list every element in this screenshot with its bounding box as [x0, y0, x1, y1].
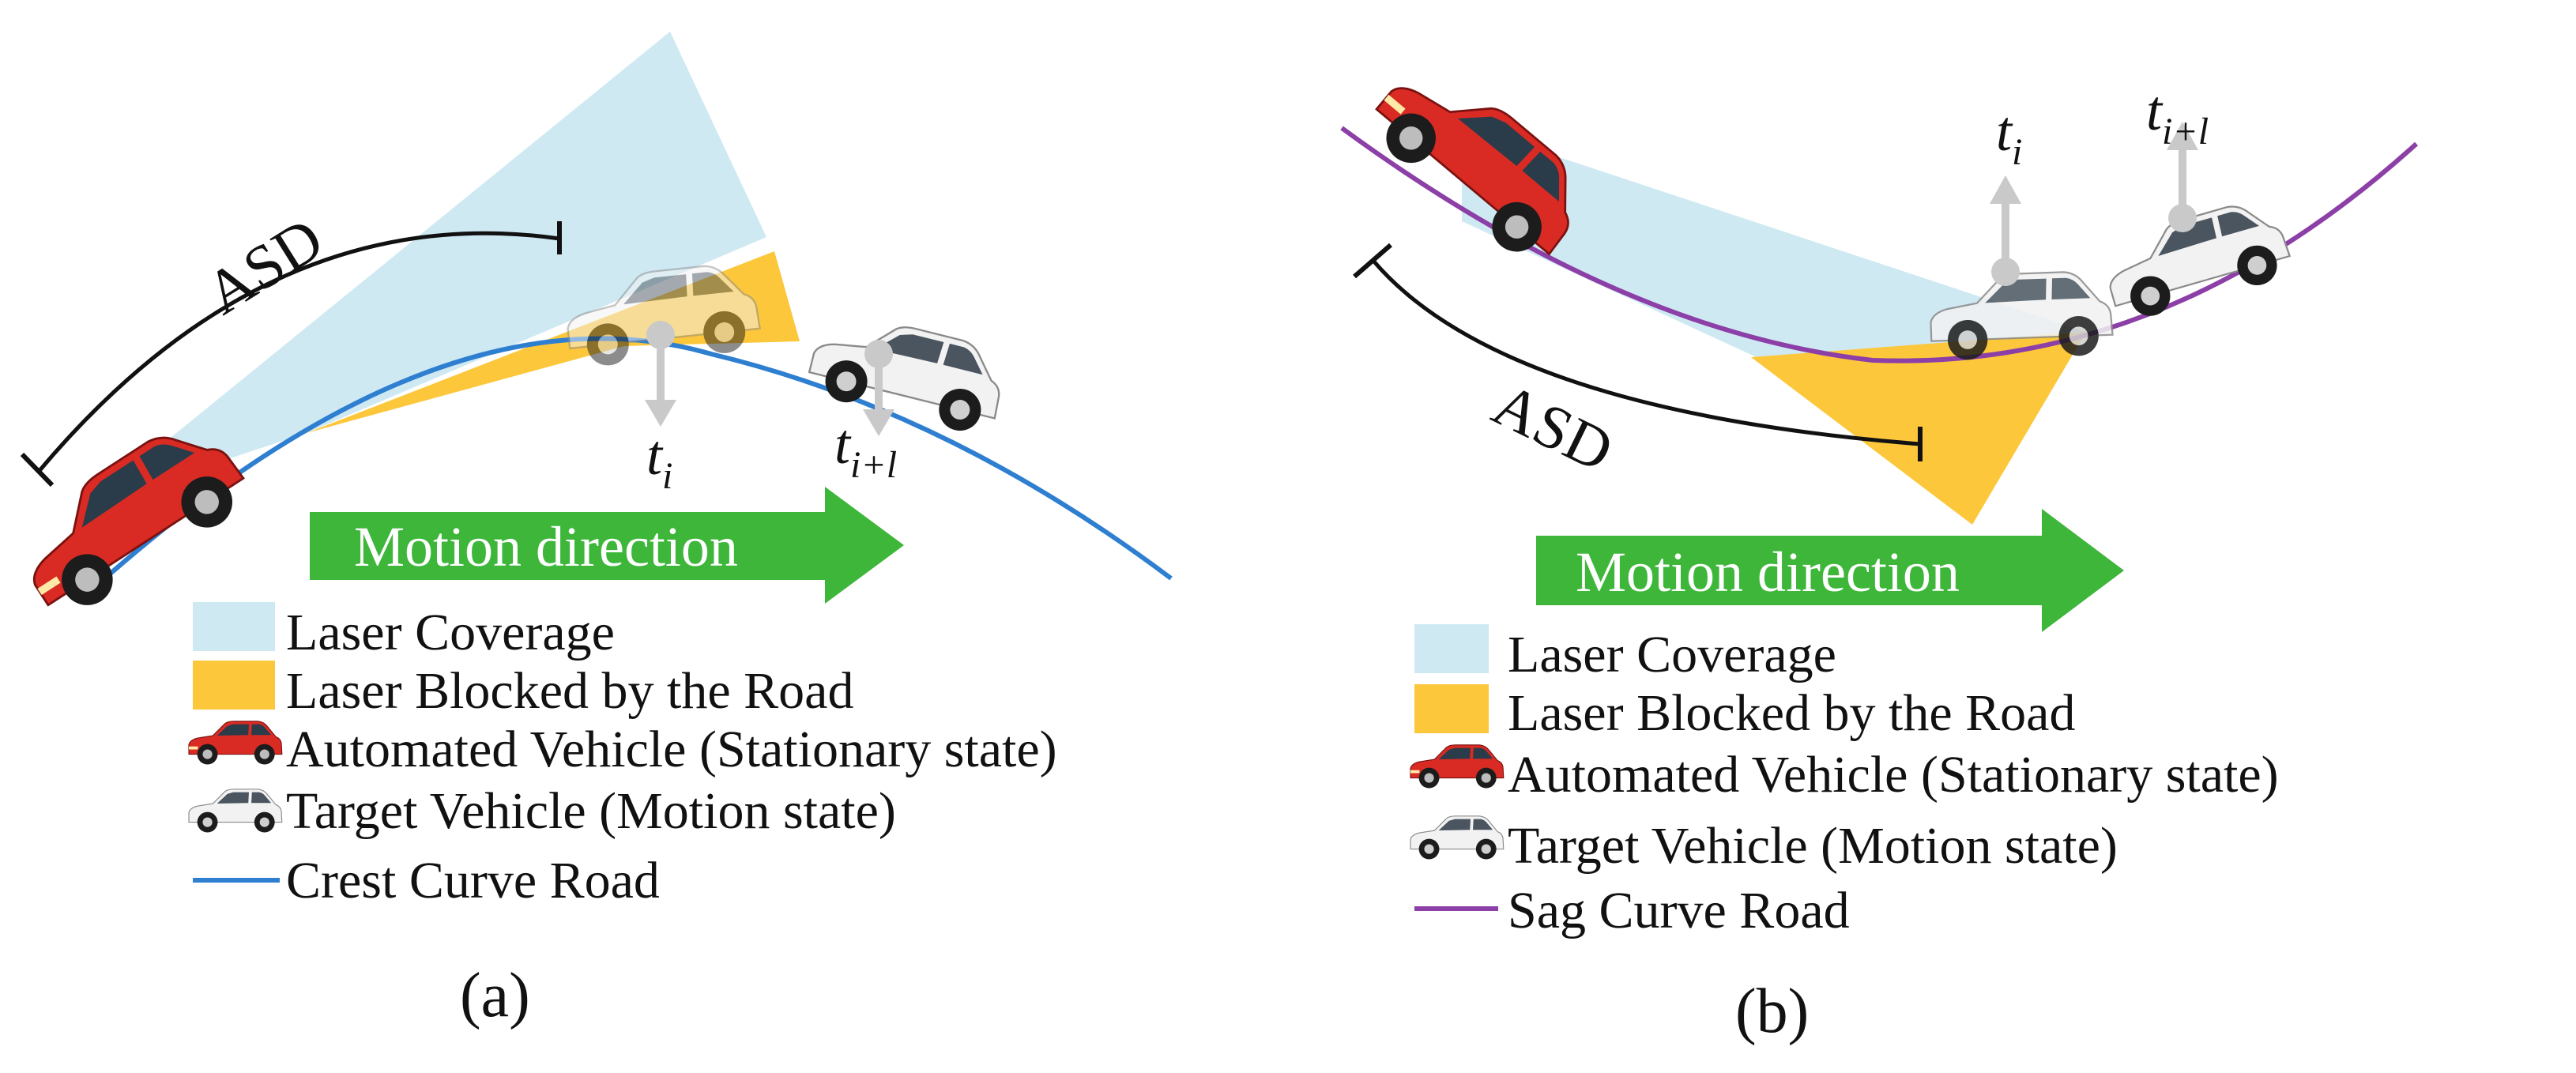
- time-marker-ti-b: [1990, 175, 2021, 286]
- legend-label-sag-road: Sag Curve Road: [1508, 882, 1850, 939]
- asd-bracket-end-b-left: [1353, 243, 1392, 279]
- legend-icon-automated-vehicle-a: [188, 721, 283, 766]
- motion-direction-label-a: Motion direction: [354, 515, 738, 578]
- time-label-ti1-a: ti+l: [834, 412, 897, 486]
- time-marker-ti1-a: [863, 340, 894, 436]
- asd-label-a: ASD: [194, 204, 334, 327]
- target-vehicle-b: [2096, 193, 2296, 326]
- legend-label-automated-vehicle-b: Automated Vehicle (Stationary state): [1508, 746, 2279, 804]
- legend-label-laser-blocked-b: Laser Blocked by the Road: [1508, 684, 2075, 742]
- motion-direction-arrow-b: [1536, 509, 2124, 632]
- caption-b: (b): [1735, 977, 1809, 1046]
- legend-swatch-laser-blocked-a: [193, 661, 275, 710]
- time-label-ti1-b: ti+l: [2146, 79, 2209, 152]
- asd-label-b: ASD: [1483, 369, 1624, 485]
- legend-icon-target-vehicle-b: [1410, 815, 1505, 860]
- motion-direction-label-b: Motion direction: [1576, 540, 1960, 604]
- legend-label-automated-vehicle-a: Automated Vehicle (Stationary state): [286, 721, 1057, 778]
- time-marker-ti-a: [645, 321, 676, 427]
- legend-swatch-laser-coverage-b: [1414, 624, 1489, 673]
- laser-coverage-b: [1462, 125, 2086, 363]
- laser-coverage-a: [87, 32, 766, 506]
- time-label-ti-a: ti: [646, 424, 672, 497]
- legend-swatch-laser-blocked-b: [1414, 684, 1489, 733]
- time-marker-ti1-b: [2167, 122, 2198, 232]
- asd-bracket-end-a-left: [20, 452, 55, 488]
- panel-b: ASD ti ti+l Motion direction: [1340, 47, 2419, 1046]
- legend-label-laser-coverage-a: Laser Coverage: [286, 604, 615, 661]
- legend-label-crest-road: Crest Curve Road: [286, 852, 660, 909]
- asd-bracket-b: [1372, 259, 1921, 446]
- legend-icon-automated-vehicle-b: [1410, 744, 1505, 789]
- crest-curve-road: [92, 336, 1173, 591]
- motion-direction-arrow-a: [310, 487, 904, 604]
- legend-b: Laser Coverage Laser Blocked by the Road…: [1410, 624, 2279, 939]
- legend-icon-target-vehicle-a: [188, 789, 283, 834]
- legend-label-target-vehicle-b: Target Vehicle (Motion state): [1508, 817, 2118, 875]
- legend-label-laser-blocked-a: Laser Blocked by the Road: [286, 662, 853, 720]
- legend-label-target-vehicle-a: Target Vehicle (Motion state): [286, 782, 896, 840]
- asd-bracket-a: [36, 231, 560, 474]
- legend-a: Laser Coverage Laser Blocked by the Road…: [188, 602, 1057, 909]
- panel-a: ASD ti ti+l Motion direction: [2, 32, 1173, 1030]
- legend-swatch-laser-coverage-a: [193, 602, 275, 651]
- legend-label-laser-coverage-b: Laser Coverage: [1508, 626, 1836, 683]
- caption-a: (a): [460, 961, 530, 1030]
- time-label-ti-b: ti: [1996, 100, 2022, 173]
